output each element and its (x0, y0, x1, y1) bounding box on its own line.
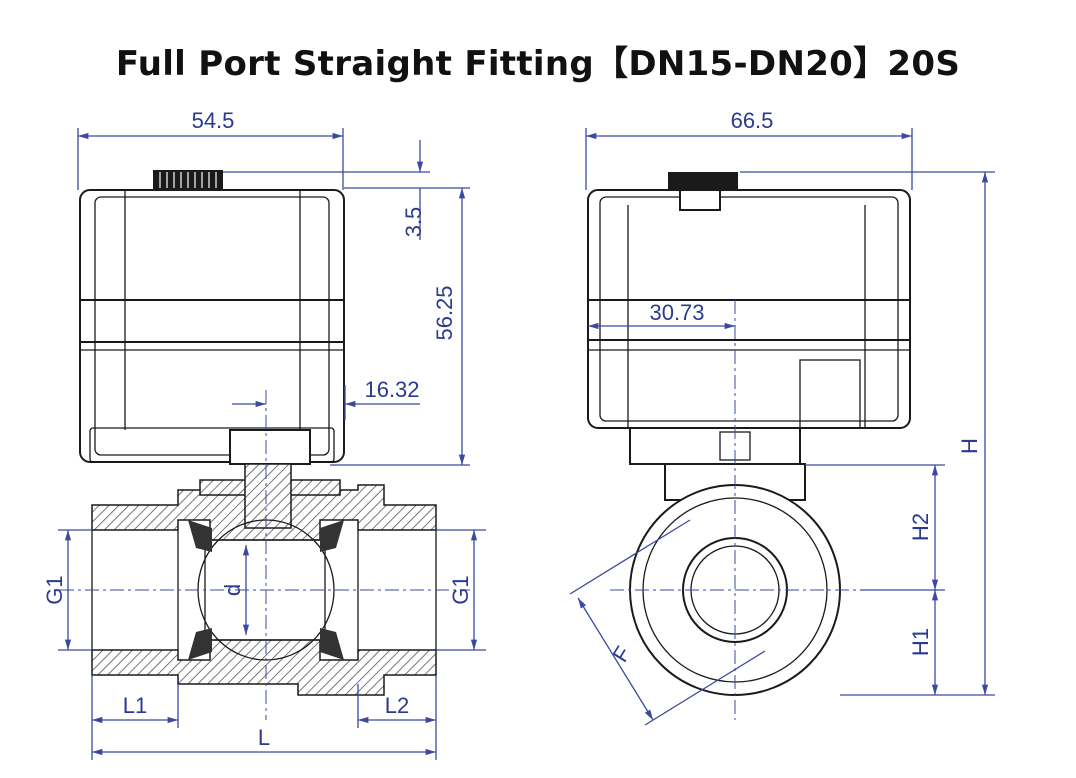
left-thread-label: G1 (42, 575, 67, 604)
actuator-height-dim: 56.25 (432, 285, 457, 340)
right-length-label: L2 (385, 693, 409, 718)
upper-height-label: H2 (908, 513, 933, 541)
front-valve-body-section (91, 463, 437, 696)
total-length-label: L (258, 725, 270, 750)
side-actuator-housing (587, 189, 911, 429)
bore-label: d (220, 584, 245, 596)
side-offset-dim: 30.73 (649, 300, 704, 325)
total-height-label: H (957, 438, 982, 454)
front-width-dim: 54.5 (192, 108, 235, 133)
front-actuator-housing (79, 189, 345, 463)
lower-height-label: H1 (908, 628, 933, 656)
left-length-label: L1 (123, 693, 147, 718)
front-view: 54.5 3.5 56.25 16.32 G1 G1 d L1 L2 L (42, 108, 486, 760)
stem-offset-dim: 16.32 (364, 377, 419, 402)
side-knob (668, 172, 738, 190)
page-title: Full Port Straight Fitting【DN15-DN20】20S (115, 44, 961, 84)
side-width-dim: 66.5 (731, 108, 774, 133)
right-thread-label: G1 (448, 575, 473, 604)
knob-height-dim: 3.5 (401, 207, 426, 238)
flat-width-label: F (607, 642, 635, 667)
front-stem-coupling (229, 429, 311, 465)
side-view: 66.5 30.73 H H2 H1 F (569, 108, 995, 726)
